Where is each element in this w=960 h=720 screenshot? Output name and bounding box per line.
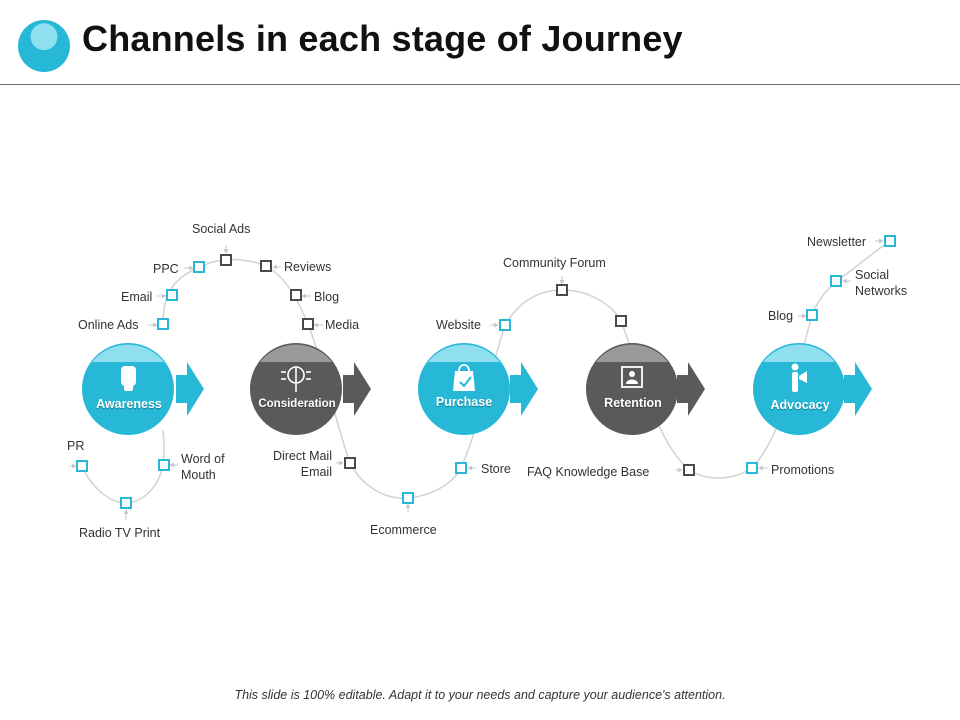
- channel-reviews: Reviews: [284, 260, 332, 274]
- megaphone-person-icon: [791, 363, 807, 392]
- header-circle-icon: [18, 20, 70, 72]
- channel-website: Website: [436, 318, 481, 332]
- channel-word-of-mouth: Word of Mouth: [181, 452, 225, 482]
- footer-note: This slide is 100% editable. Adapt it to…: [234, 688, 726, 702]
- channel-email: Email: [121, 290, 153, 304]
- channel-radio-tv-print: Radio TV Print: [79, 526, 161, 540]
- leader-arrows: [70, 238, 884, 520]
- channel-media: Media: [325, 318, 360, 332]
- channel-markers-gray: [220, 254, 695, 476]
- brain-circuit-icon: [281, 366, 311, 392]
- stage-advocacy: [753, 343, 845, 435]
- channel-social-networks: Social Networks: [855, 268, 908, 298]
- channel-ppc: PPC: [153, 262, 179, 276]
- stage-label-consideration: Consideration: [258, 398, 336, 410]
- channel-ecommerce: Ecommerce: [370, 523, 437, 537]
- stage-retention: [586, 343, 678, 435]
- channel-markers-cyan: [76, 235, 896, 509]
- channel-social-ads: Social Ads: [192, 222, 251, 236]
- channel-newsletter: Newsletter: [807, 235, 867, 249]
- shopping-bag-icon: [453, 364, 475, 391]
- channel-online-ads: Online Ads: [78, 318, 139, 332]
- hand-icon: [121, 366, 136, 391]
- channel-store: Store: [481, 462, 511, 476]
- stage-label-advocacy: Advocacy: [770, 398, 830, 412]
- channel-faq-knowledge-base: FAQ Knowledge Base: [527, 465, 650, 479]
- title-divider: [0, 84, 960, 85]
- channel-pr: PR: [67, 439, 85, 453]
- stage-label-retention: Retention: [604, 396, 662, 410]
- channel-community-forum: Community Forum: [503, 256, 606, 270]
- channel-direct-mail-email: Direct Mail Email: [272, 449, 332, 479]
- stage-arrows: [176, 362, 872, 416]
- page-title: Channels in each stage of Journey: [82, 18, 683, 59]
- stage-label-awareness: Awareness: [96, 397, 162, 411]
- channel-blog-advocacy: Blog: [768, 309, 794, 323]
- refresh-person-icon: [621, 366, 643, 388]
- channel-blog-consideration: Blog: [314, 290, 340, 304]
- stage-label-purchase: Purchase: [435, 395, 493, 409]
- channel-promotions: Promotions: [771, 463, 835, 477]
